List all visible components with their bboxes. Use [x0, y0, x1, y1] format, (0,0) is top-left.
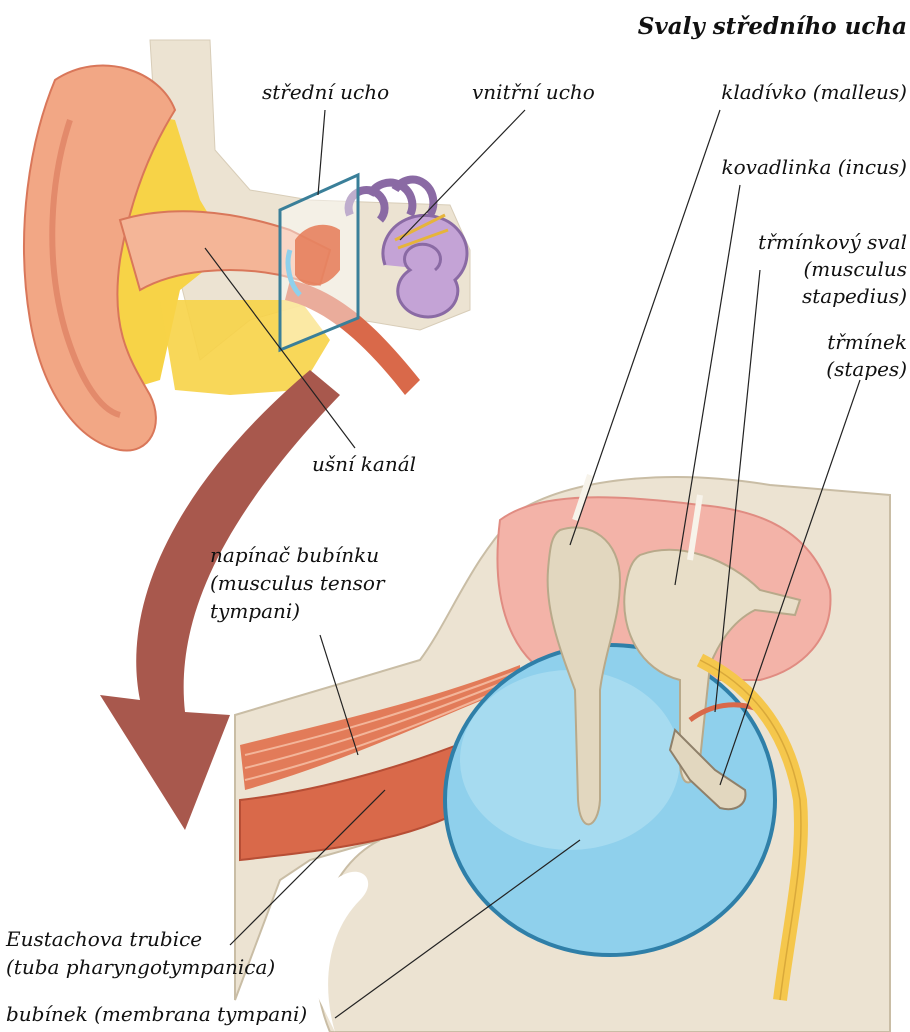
leader-inner-ear — [400, 110, 525, 240]
label-stapes-1: třmínek — [827, 330, 907, 355]
label-stapedius-2: (musculus — [803, 257, 907, 282]
label-inner-ear: vnitřní ucho — [472, 80, 595, 105]
label-ear-canal: ušní kanál — [312, 452, 416, 477]
leader-middle-ear — [318, 110, 325, 195]
label-tensor-2: (musculus tensor — [210, 571, 385, 596]
eardrum-highlight — [460, 670, 680, 850]
middle-ear-detail — [295, 225, 340, 286]
label-tensor-1: napínač bubínku — [210, 543, 379, 568]
label-stapedius-1: třmínkový sval — [758, 230, 907, 255]
outer-ear-overview — [24, 40, 470, 451]
label-eustachian-1: Eustachova trubice — [6, 927, 202, 952]
label-malleus: kladívko (malleus) — [721, 80, 907, 105]
label-tensor-3: tympani) — [210, 599, 300, 624]
label-incus: kovadlinka (incus) — [722, 155, 908, 180]
label-stapedius-3: stapedius) — [802, 284, 907, 309]
label-eardrum: bubínek (membrana tympani) — [6, 1002, 307, 1027]
label-eustachian-2: (tuba pharyngotympanica) — [6, 955, 275, 980]
label-stapes-2: (stapes) — [826, 357, 907, 382]
label-middle-ear: střední ucho — [262, 80, 389, 105]
diagram-title: Svaly středního ucha — [638, 14, 907, 39]
